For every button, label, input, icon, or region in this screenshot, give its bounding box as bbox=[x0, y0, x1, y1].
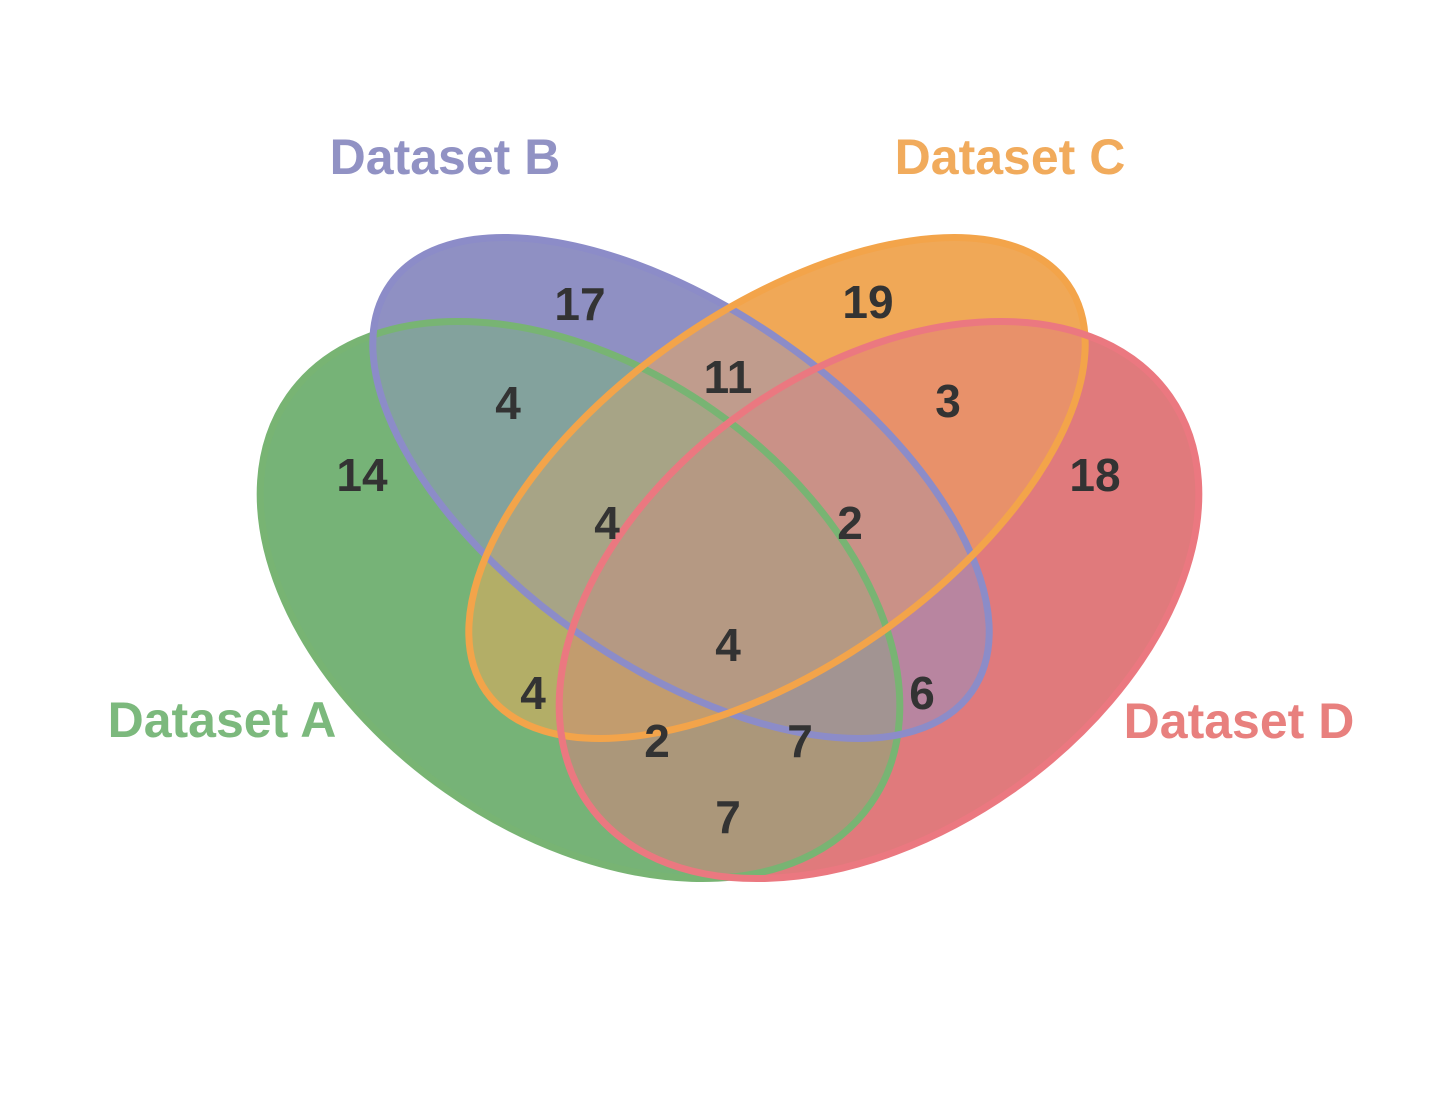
region-bc-value: 11 bbox=[704, 351, 753, 403]
region-a-value: 14 bbox=[336, 449, 388, 501]
set-b-label: Dataset B bbox=[330, 129, 561, 185]
region-bd-value: 6 bbox=[909, 667, 935, 719]
region-abc-value: 4 bbox=[594, 497, 620, 549]
region-ab-value: 4 bbox=[495, 377, 521, 429]
set-labels: Dataset A Dataset B Dataset C Dataset D bbox=[108, 129, 1355, 749]
region-fills bbox=[260, 237, 1199, 879]
set-c-outline bbox=[465, 234, 1089, 742]
set-d-label: Dataset D bbox=[1124, 693, 1355, 749]
region-ac-value: 4 bbox=[520, 667, 546, 719]
set-a-outline bbox=[256, 317, 904, 883]
region-abcd-value: 4 bbox=[715, 619, 741, 671]
set-c-label: Dataset C bbox=[895, 129, 1126, 185]
set-b-outline bbox=[369, 234, 993, 742]
set-a-label: Dataset A bbox=[108, 692, 337, 748]
set-d-outline bbox=[555, 317, 1203, 883]
region-values: 14 17 19 18 4 11 3 4 6 7 4 2 2 7 4 bbox=[336, 276, 1120, 843]
region-c-value: 19 bbox=[842, 276, 893, 328]
region-d-value: 18 bbox=[1069, 449, 1120, 501]
region-b-value: 17 bbox=[554, 278, 605, 330]
region-abd-value: 7 bbox=[787, 715, 813, 767]
region-cd-value: 3 bbox=[935, 375, 961, 427]
region-ad-value: 7 bbox=[715, 791, 741, 843]
region-acd-value: 2 bbox=[644, 715, 670, 767]
set-outlines bbox=[256, 234, 1203, 883]
region-bcd-value: 2 bbox=[837, 497, 863, 549]
